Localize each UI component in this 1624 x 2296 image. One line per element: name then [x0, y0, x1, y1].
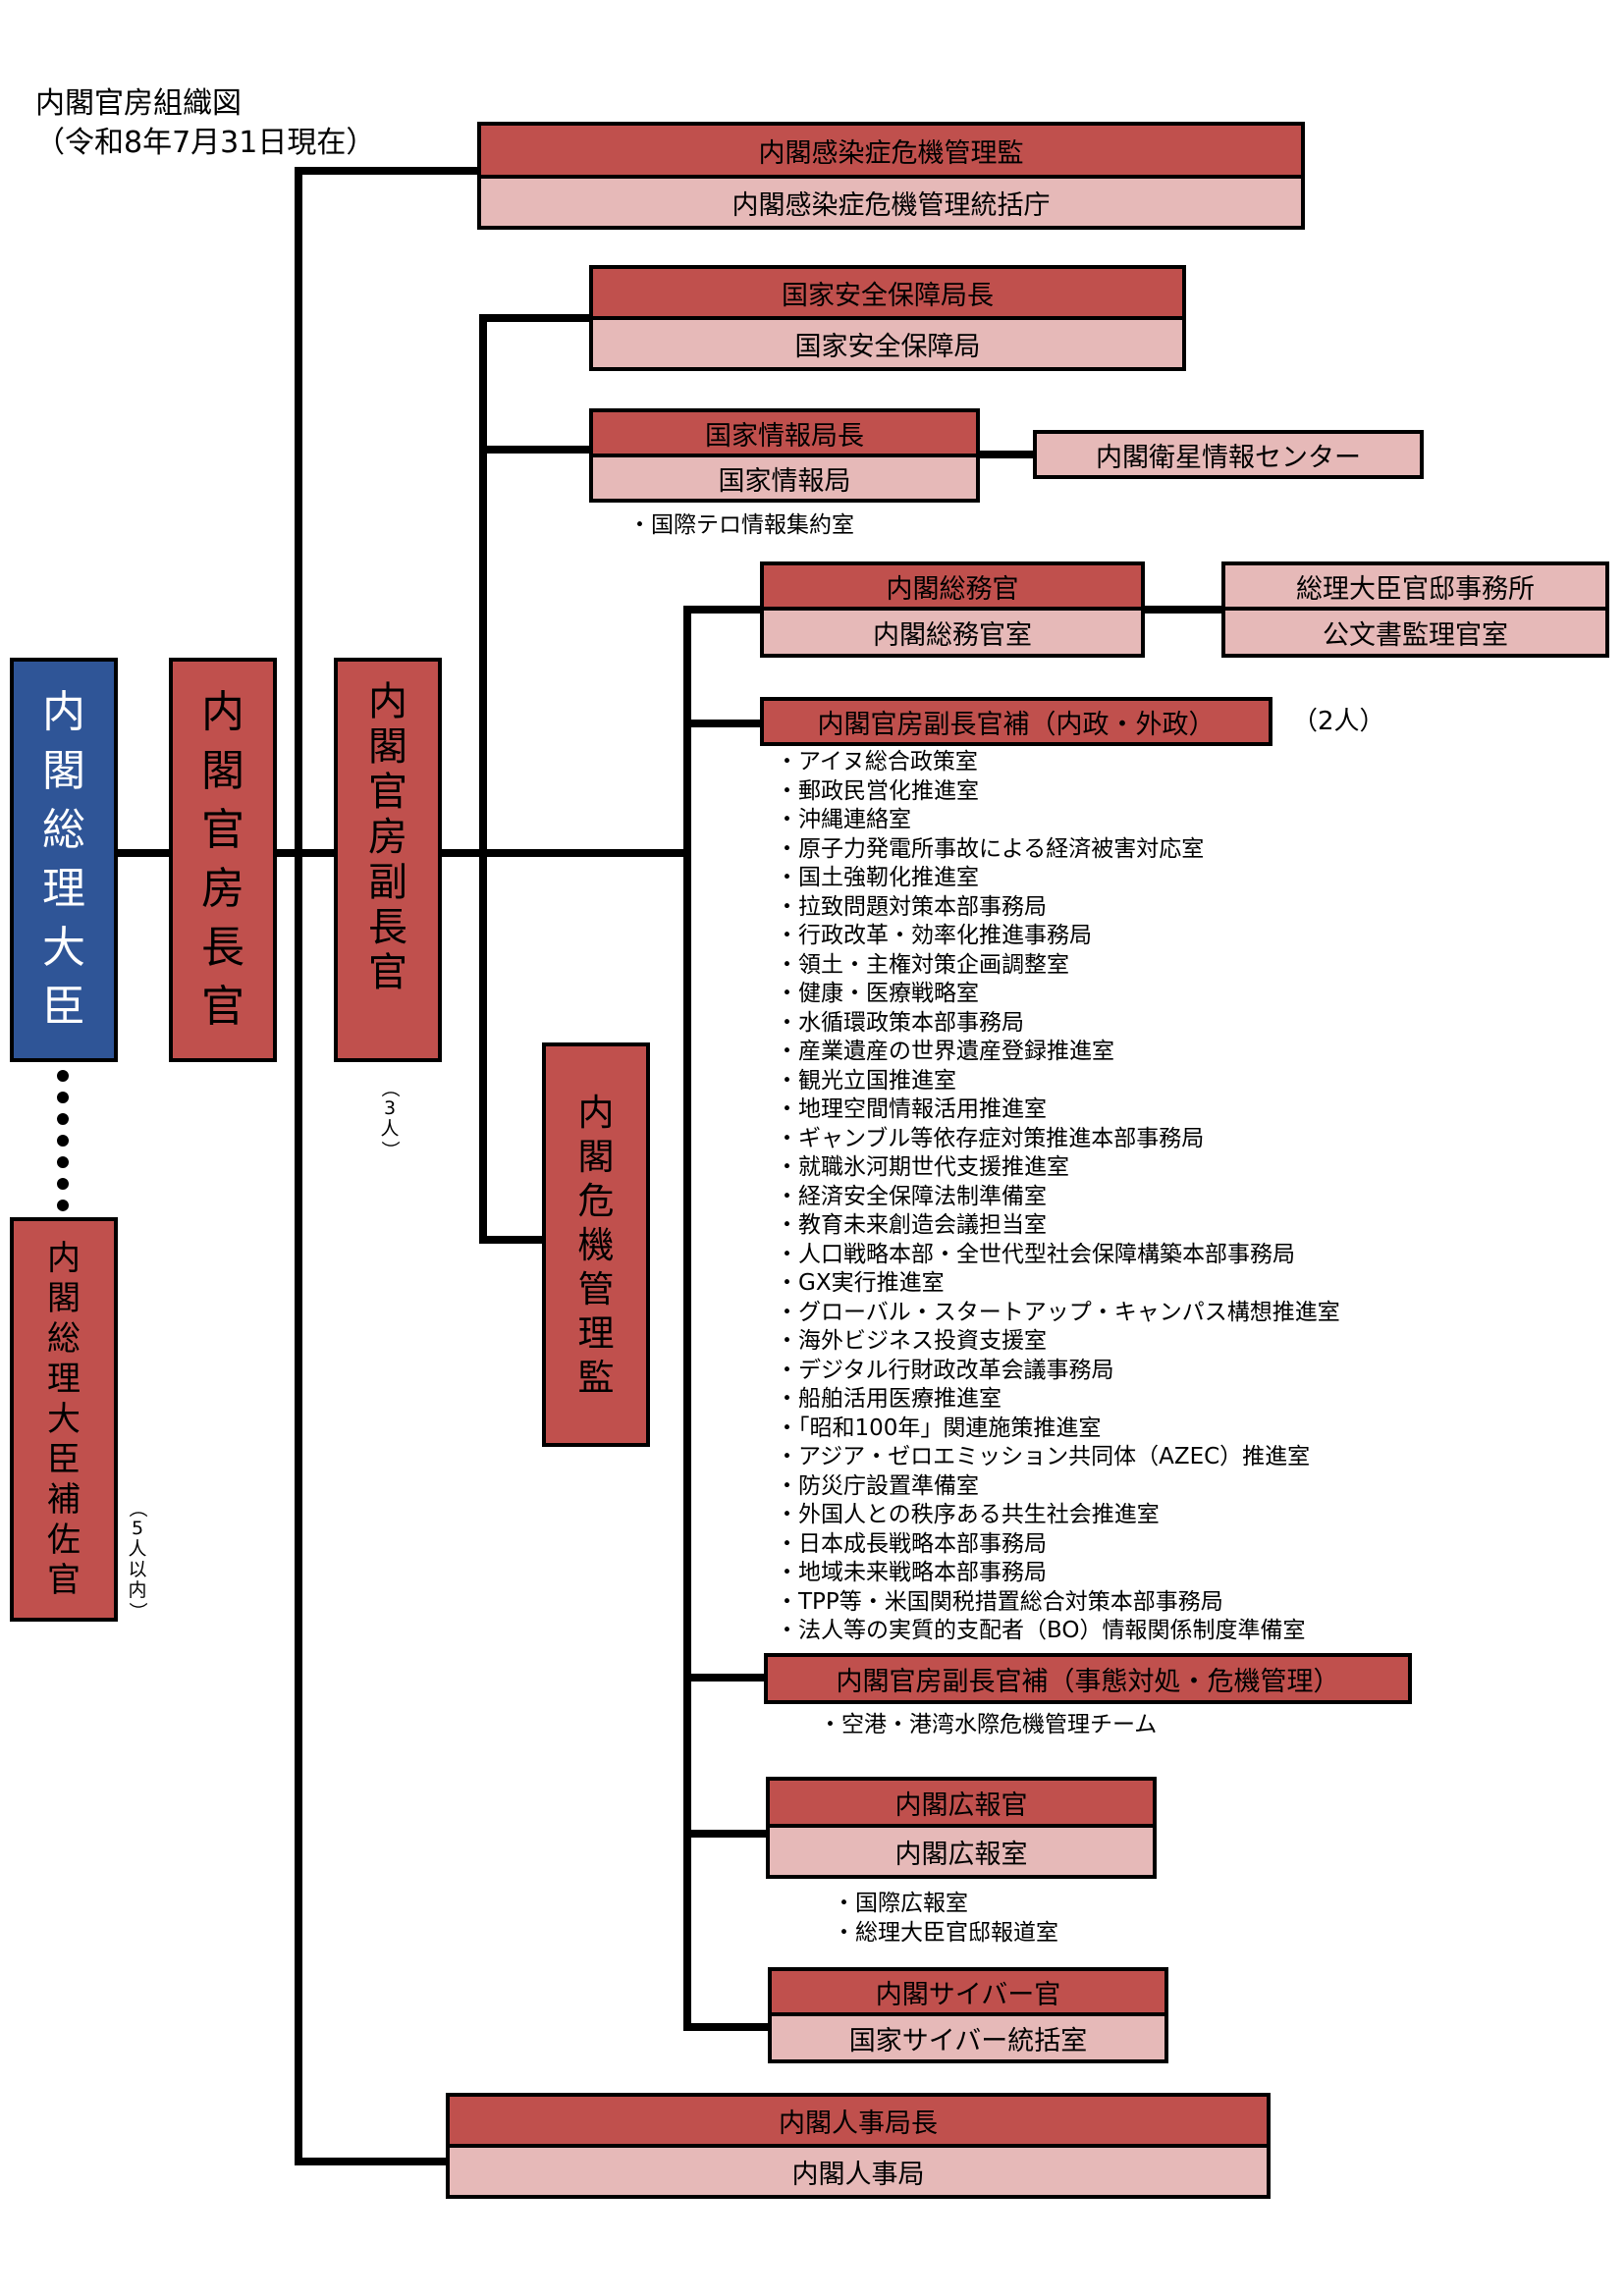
- list-item: ・TPP等・米国関税措置総合対策本部事務局: [776, 1588, 1223, 1615]
- list-item: ・地域未来戦略本部事務局: [776, 1560, 1047, 1585]
- residence-office-box: 総理大臣官邸事務所: [1221, 561, 1609, 611]
- list-item: ・海外ビジネス投資支援室: [776, 1328, 1047, 1354]
- intelligence-subunit: ・国際テロ情報集約室: [628, 512, 854, 538]
- security-head-box: 国家安全保障局長: [589, 265, 1186, 320]
- cyber-office-box: 国家サイバー統括室: [768, 2012, 1168, 2063]
- list-item: ・郵政民営化推進室: [776, 777, 979, 804]
- connector: [295, 167, 481, 175]
- assistant-domestic-list: ・アイヌ総合政策室 ・郵政民営化推進室 ・沖縄連絡室 ・原子力発電所事故による経…: [776, 748, 1340, 1646]
- connector: [276, 849, 339, 857]
- connector: [479, 1236, 544, 1244]
- list-item: ・日本成長戦略本部事務局: [776, 1530, 1047, 1557]
- public-relations-subunit: ・国際広報室: [833, 1891, 968, 1916]
- assistant-crisis-subunit: ・空港・港湾水際危機管理チーム: [819, 1712, 1158, 1737]
- pm-assistant-box: 内 閣 総 理 大 臣 補 佐 官: [10, 1217, 118, 1622]
- connector: [479, 314, 487, 1244]
- list-item: ・就職氷河期世代支援推進室: [776, 1154, 1069, 1180]
- connector: [683, 1674, 768, 1682]
- personnel-office-box: 内閣人事局: [446, 2144, 1271, 2199]
- connector: [683, 720, 764, 727]
- list-item: ・健康・医療戦略室: [776, 981, 979, 1006]
- list-item: ・国土強靭化推進室: [776, 865, 979, 890]
- connector: [295, 2158, 452, 2165]
- intelligence-office-box: 国家情報局: [589, 454, 980, 503]
- public-relations-subunit: ・総理大臣官邸報道室: [833, 1920, 1058, 1946]
- list-item: ・防災庁設置準備室: [776, 1472, 979, 1499]
- list-item: ・拉致問題対策本部事務局: [776, 893, 1047, 920]
- list-item: ・船舶活用医療推進室: [776, 1386, 1001, 1412]
- list-item: ・原子力発電所事故による経済被害対応室: [776, 835, 1205, 862]
- archives-office-box: 公文書監理官室: [1221, 607, 1609, 658]
- deputy-chief-count: （ 3 人 ）: [379, 1078, 402, 1160]
- satellite-center-box: 内閣衛星情報センター: [1033, 430, 1424, 479]
- list-item: ・水循環政策本部事務局: [776, 1009, 1024, 1036]
- infection-office-box: 内閣感染症危機管理統括庁: [477, 175, 1305, 230]
- connector: [1141, 606, 1225, 614]
- list-item: ・沖縄連絡室: [776, 807, 911, 832]
- list-item: ・行政改革・効率化推進事務局: [776, 923, 1092, 948]
- list-item: ・人口戦略本部・全世代型社会保障構築本部事務局: [776, 1241, 1295, 1267]
- infection-head-box: 内閣感染症危機管理監: [477, 122, 1305, 179]
- connector: [479, 314, 593, 322]
- connector: [116, 849, 177, 857]
- connector: [683, 606, 691, 2031]
- security-office-box: 国家安全保障局: [589, 316, 1186, 371]
- list-item: ・法人等の実質的支配者（BO）情報関係制度準備室: [776, 1618, 1306, 1643]
- chart-title: 内閣官房組織図: [35, 86, 242, 121]
- list-item: ・アイヌ総合政策室: [776, 749, 978, 774]
- assistant-domestic-count: （2人）: [1292, 707, 1385, 736]
- list-item: ・地理空間情報活用推進室: [776, 1096, 1047, 1122]
- prime-minister-box: 内 閣 総 理 大 臣: [10, 658, 118, 1062]
- list-item: ・ギャンブル等依存症対策推進本部事務局: [776, 1125, 1205, 1151]
- connector: [683, 2023, 772, 2031]
- general-affairs-head-box: 内閣総務官: [760, 561, 1145, 611]
- connector: [976, 451, 1037, 458]
- connector: [683, 1830, 770, 1838]
- assistant-domestic-box: 内閣官房副長官補（内政・外政）: [760, 697, 1272, 746]
- cyber-head-box: 内閣サイバー官: [768, 1967, 1168, 2016]
- public-relations-office-box: 内閣広報室: [766, 1824, 1157, 1879]
- list-item: ・アジア・ゼロエミッション共同体（AZEC）推進室: [776, 1444, 1311, 1469]
- connector: [438, 849, 687, 857]
- connector: [479, 446, 593, 454]
- list-item: ・経済安全保障法制準備室: [776, 1183, 1047, 1209]
- list-item: ・観光立国推進室: [776, 1067, 956, 1094]
- general-affairs-office-box: 内閣総務官室: [760, 607, 1145, 658]
- chief-cabinet-secretary-box: 内 閣 官 房 長 官: [169, 658, 277, 1062]
- dotted-connector: [57, 1070, 69, 1211]
- list-item: ・GX実行推進室: [776, 1270, 945, 1296]
- public-relations-head-box: 内閣広報官: [766, 1777, 1157, 1828]
- personnel-head-box: 内閣人事局長: [446, 2093, 1271, 2148]
- deputy-chief-box: 内 閣 官 房 副 長 官: [334, 658, 442, 1062]
- list-item: ・産業遺産の世界遺産登録推進室: [776, 1039, 1114, 1064]
- connector: [683, 606, 764, 614]
- pm-assistant-count: （ 5 人 以 内 ）: [127, 1498, 149, 1622]
- list-item: ・グローバル・スタートアップ・キャンパス構想推進室: [776, 1299, 1340, 1325]
- list-item: ・教育未来創造会議担当室: [776, 1212, 1047, 1238]
- chart-date: （令和8年7月31日現在）: [35, 126, 376, 160]
- connector: [295, 167, 302, 2165]
- crisis-manager-box: 内 閣 危 機 管 理 監: [542, 1042, 650, 1447]
- list-item: ・領土・主権対策企画調整室: [776, 951, 1069, 978]
- intelligence-head-box: 国家情報局長: [589, 408, 980, 457]
- list-item: ・外国人との秩序ある共生社会推進室: [776, 1502, 1160, 1527]
- assistant-crisis-box: 内閣官房副長官補（事態対処・危機管理）: [764, 1653, 1412, 1704]
- list-item: ・デジタル行財政改革会議事務局: [776, 1357, 1114, 1383]
- list-item: ・「昭和100年」関連施策推進室: [776, 1415, 1102, 1441]
